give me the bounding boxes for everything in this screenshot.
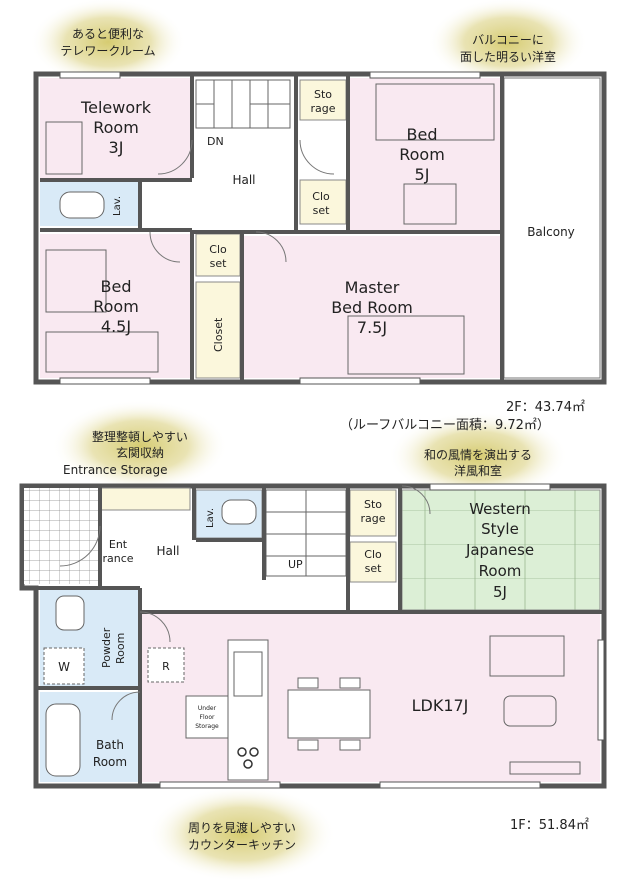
label-powder-2: Room [114, 633, 127, 664]
label-hall-2f: Hall [232, 173, 255, 187]
label-underfloor-1: Under [198, 705, 217, 712]
callout-storage-line1: 整理整頓しやすい [92, 429, 188, 444]
label-bed5-3: 5J [415, 165, 430, 184]
label-entrance-storage: Entrance Storage [63, 463, 168, 477]
label-storage2f-1: Sto [314, 88, 332, 101]
label-bed5-1: Bed [407, 125, 438, 144]
callout-storage: 整理整頓しやすい 玄関収納 [52, 400, 228, 492]
room-bed5 [350, 78, 500, 230]
label-storage1f-2: rage [360, 512, 385, 525]
label-lav-2f: Lav. [112, 196, 123, 216]
label-closet2f-a2: set [313, 204, 330, 217]
label-closet-long: Closet [212, 317, 225, 352]
room-hall-2f [196, 78, 296, 232]
underfloor-storage [185, 695, 229, 739]
label-balcony: Balcony [527, 225, 575, 239]
callout-kitchen: 周りを見渡しやすい カウンターキッチン [148, 786, 336, 882]
floor2-roof-balcony: （ルーフバルコニー面積：9.72㎡） [340, 418, 550, 433]
label-dn: DN [207, 135, 224, 148]
room-japanese [401, 489, 601, 611]
callout-balcony-line1: バルコニーに [472, 33, 544, 47]
label-master-1: Master [345, 278, 400, 297]
callout-washitsu-line2: 洋風和室 [454, 463, 502, 478]
label-japanese-3: Japanese [465, 541, 534, 559]
floor1-area: 1F：51.84㎡ [510, 818, 589, 833]
label-ldk: LDK17J [412, 696, 469, 715]
room-storage-1f [349, 489, 397, 537]
label-japanese-4: Room [479, 562, 522, 580]
label-closet2f-a1: Clo [312, 190, 330, 203]
label-up: UP [288, 558, 303, 571]
callout-telework: あると便利な テレワークルーム [30, 0, 186, 86]
label-underfloor-3: Storage [195, 723, 219, 730]
label-underfloor-2: Floor [200, 714, 215, 721]
label-bed5-2: Room [399, 145, 445, 164]
callout-washitsu: 和の風情を演出する 洋風和室 [388, 412, 568, 500]
room-balcony [503, 77, 601, 379]
label-powder-1: Powder [100, 627, 113, 668]
label-storage1f-1: Sto [364, 498, 382, 511]
label-entrance-2: rance [102, 552, 133, 565]
floor2-area: 2F：43.74㎡ [506, 400, 585, 415]
label-hall-1f: Hall [156, 544, 179, 558]
label-bed45-3: 4.5J [101, 317, 131, 336]
label-japanese-2: Style [481, 520, 519, 538]
label-closet1f-1: Clo [364, 548, 382, 561]
room-closet-1f [349, 541, 397, 583]
sofa [489, 635, 565, 677]
entrance-storage [99, 487, 191, 511]
label-fridge: R [162, 660, 170, 673]
label-lav-1f: Lav. [205, 508, 216, 528]
dining-table [287, 689, 371, 739]
callout-storage-line2: 玄関収納 [116, 445, 164, 460]
callout-balcony: バルコニーに 面した明るい洋室 [428, 0, 588, 86]
label-washer: W [58, 660, 70, 674]
label-telework-2: Room [93, 118, 139, 137]
label-closet2f-b2: set [210, 257, 227, 270]
label-entrance-1: Ent [109, 538, 128, 551]
label-bath-1: Bath [96, 738, 124, 752]
room-master [244, 236, 500, 378]
callout-kitchen-line1: 周りを見渡しやすい [188, 820, 296, 835]
room-telework [40, 78, 192, 178]
callout-telework-line2: テレワークルーム [60, 44, 155, 58]
label-closet2f-b1: Clo [209, 243, 227, 256]
floor2: Telework Room 3J Sto rage Bed Room 5J Ba… [33, 71, 607, 385]
callout-kitchen-line2: カウンターキッチン [188, 838, 296, 852]
label-bath-2: Room [93, 755, 127, 769]
room-closet-long [195, 281, 241, 379]
room-storage-2f [299, 79, 347, 121]
label-bed45-2: Room [93, 297, 139, 316]
label-japanese-5: 5J [493, 583, 507, 601]
label-telework-3: 3J [109, 138, 124, 157]
label-telework-1: Telework [80, 98, 152, 117]
label-master-2: Bed Room [331, 298, 413, 317]
callout-balcony-line2: 面した明るい洋室 [460, 49, 556, 64]
label-master-3: 7.5J [357, 318, 387, 337]
entrance-tiles [24, 488, 100, 584]
callout-washitsu-line1: 和の風情を演出する [424, 447, 532, 462]
callout-telework-line1: あると便利な [72, 27, 144, 41]
label-storage2f-2: rage [310, 102, 335, 115]
tv-board [509, 761, 581, 775]
label-closet1f-2: set [365, 562, 382, 575]
label-japanese-1: Western [469, 500, 531, 518]
floor1: Entrance Storage Ent rance Hall Lav. UP … [19, 463, 607, 789]
label-bed45-1: Bed [101, 277, 132, 296]
